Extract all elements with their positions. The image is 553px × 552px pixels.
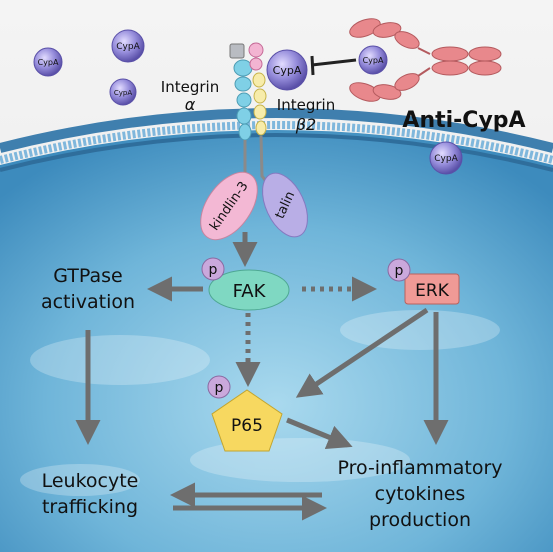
anti-cypa-antibody: CypA (349, 18, 502, 102)
integrin-beta2-symbol: β2 (295, 115, 316, 134)
cytokines-label-line3: production (369, 509, 471, 531)
cytokines-label: Pro-inflammatory (337, 457, 502, 479)
talin: talin (262, 172, 308, 238)
leukocyte-label: Leukocyte (42, 470, 139, 492)
cell-interior (0, 130, 553, 552)
arrow-erk-to-p65 (295, 307, 429, 398)
integrin-alpha-label: Integrin (161, 78, 219, 96)
cell-membrane-edge (0, 133, 553, 172)
integrin-beta2 (248, 42, 270, 185)
antibody-cypa-label: CypA (363, 56, 384, 65)
fak-label: FAK (233, 281, 267, 302)
erk-node: ERK p (387, 258, 460, 305)
cytokines-label-line2: cytokines (375, 483, 466, 505)
integrin-alpha-symbol: α (185, 95, 196, 114)
cell-membrane-outer (0, 108, 553, 153)
cypa-molecule: CypA (109, 78, 137, 106)
anti-cypa-label: Anti-CypA (402, 108, 525, 133)
cypa-label: CypA (116, 42, 140, 52)
bound-cypa-label: CypA (273, 64, 302, 77)
erk-phospho-label: p (395, 263, 404, 279)
p65-label: P65 (231, 416, 263, 436)
erk-label: ERK (415, 281, 450, 301)
cypa-label: CypA (38, 58, 59, 67)
gtpase-label-line2: activation (41, 291, 135, 313)
integrin-alpha (229, 43, 253, 183)
dotted-arrows (235, 276, 377, 387)
fak-phospho-label: p (209, 262, 218, 278)
cypa-label: CypA (114, 89, 132, 97)
arrow-p65-to-cytokines (286, 417, 353, 449)
inhibition-line (311, 58, 357, 67)
cypa-molecule: CypA (111, 29, 145, 63)
arrows (75, 232, 449, 521)
cypa-label: CypA (434, 154, 458, 164)
integrin-beta2-label: Integrin (277, 96, 335, 114)
cypa-molecule: CypA (33, 47, 63, 77)
bound-cypa: CypA (266, 49, 308, 91)
cell-membrane-inner (0, 121, 553, 164)
leukocyte-label-line2: trafficking (42, 496, 138, 518)
gtpase-label: GTPase (53, 265, 123, 287)
p65-node: P65 p (207, 375, 283, 452)
cypa-molecule: CypA (429, 141, 463, 175)
inhibition-bar (310, 55, 315, 76)
p65-phospho-label: p (215, 380, 224, 396)
fak-node: FAK p (201, 257, 290, 311)
